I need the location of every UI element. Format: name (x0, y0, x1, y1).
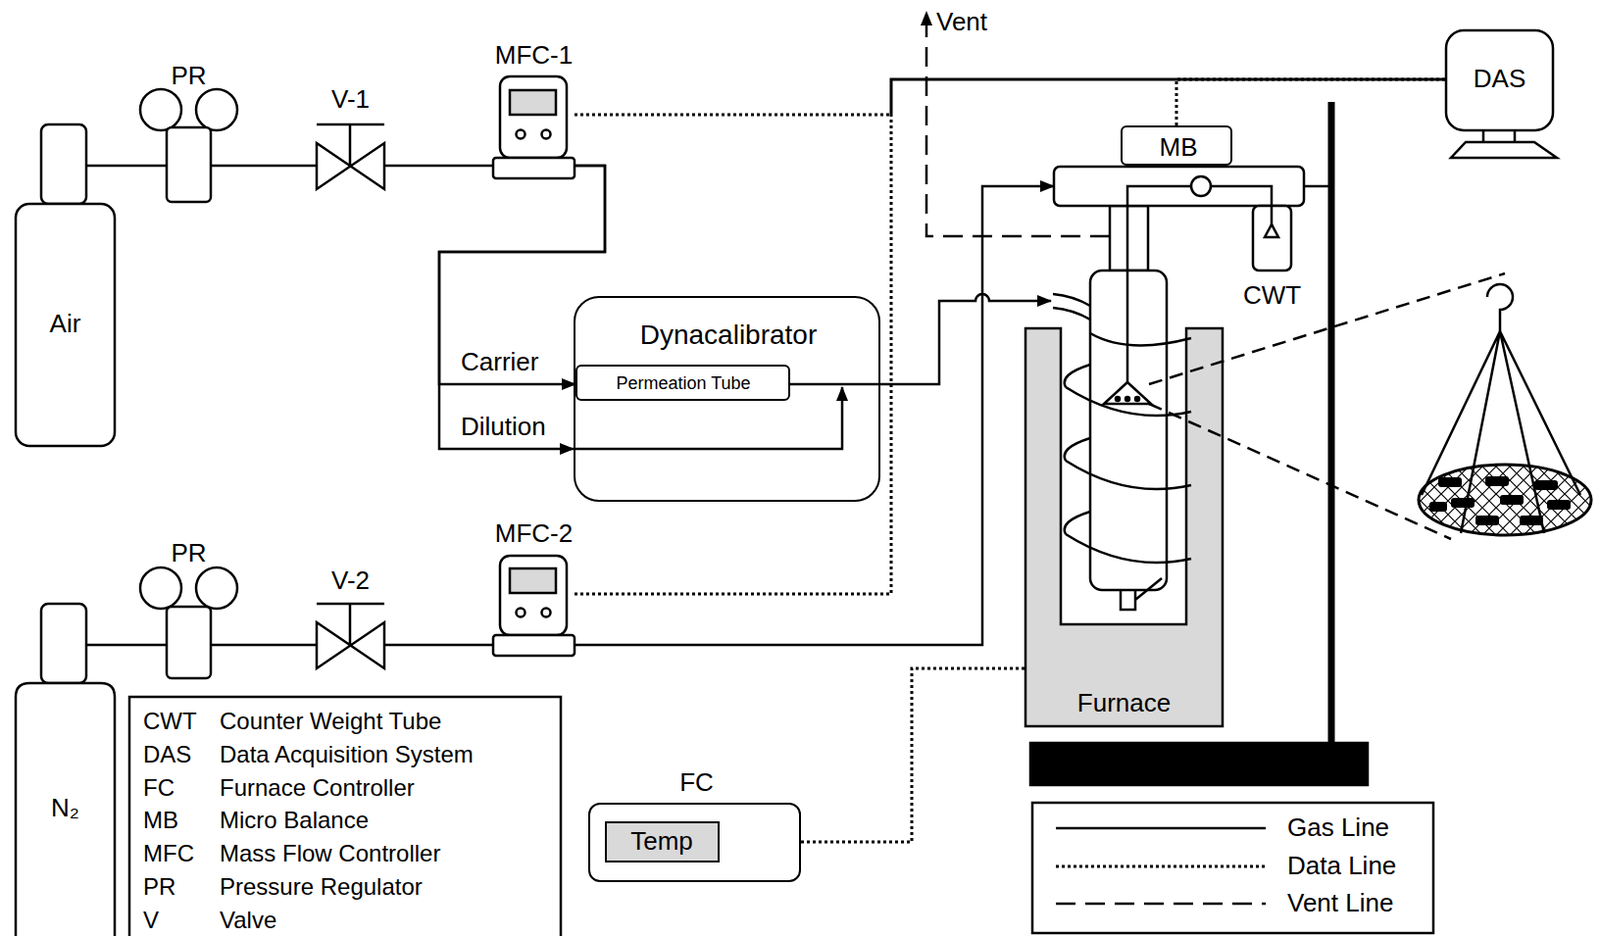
valve: V-1 (316, 124, 385, 190)
node-label: MB (1159, 133, 1199, 163)
node-label: MFC-2 (495, 519, 573, 550)
furnace: Furnace (1025, 328, 1223, 727)
node-label: PR (170, 61, 206, 92)
node-label: MFC-1 (495, 41, 573, 71)
node-label: Permeation Tube (615, 373, 750, 395)
micro-balance: MB (1120, 125, 1233, 166)
legend-table-cell: Pressure Regulator (219, 873, 423, 901)
node-label: Temp (630, 827, 694, 857)
permeation-tube: Permeation Tube (575, 364, 791, 401)
legend-table-cell: Furnace Controller (219, 774, 415, 802)
vent-label: Vent (936, 7, 988, 38)
legend-text: Vent Line (1287, 889, 1394, 919)
legend-table-cell: CWT (143, 707, 198, 736)
legend-table-cell: MB (143, 807, 179, 836)
gas-cylinder: Air (15, 124, 115, 447)
legend-table-cell: MFC (143, 840, 195, 868)
gas-line (439, 165, 605, 385)
legend-table-cell: V (143, 906, 159, 935)
edge-label: Carrier (458, 348, 541, 378)
data-line (574, 79, 1447, 595)
temp-display: Temp (604, 821, 720, 863)
gas-line (86, 644, 167, 648)
node-label: Dynacalibrator (640, 319, 818, 351)
node-label: PR (170, 539, 206, 569)
gas-line (439, 165, 605, 450)
counter-weight-tube: CWT (1252, 205, 1292, 271)
node-label: V-1 (331, 85, 370, 115)
node-label: N₂ (50, 794, 80, 824)
pressure-regulator: PR (166, 606, 211, 679)
legend-table-cell: FC (143, 774, 175, 802)
node-label: CWT (1243, 281, 1301, 311)
valve: V-2 (316, 603, 385, 670)
legend-table-cell: DAS (143, 741, 192, 769)
mass-flow-controller: MFC-2 (493, 555, 575, 656)
calibrator-box: DynacalibratorPermeation Tube (573, 296, 881, 502)
gas-line (86, 164, 167, 168)
gas-line (384, 644, 494, 648)
node-label: Air (50, 309, 82, 340)
data-line (1176, 79, 1447, 126)
node-label: V-2 (331, 566, 370, 597)
data-line (800, 668, 1026, 843)
mass-flow-controller: MFC-1 (493, 76, 575, 179)
data-line (574, 79, 1447, 115)
edge-label: Dilution (458, 412, 549, 443)
gas-line (210, 164, 317, 168)
legend-text: Gas Line (1287, 813, 1390, 844)
gas-line (384, 164, 494, 168)
legend-table-cell: Valve (219, 906, 277, 935)
legend-table-cell: Counter Weight Tube (219, 707, 442, 736)
legend-table-cell: PR (143, 873, 176, 901)
node-label: FC (679, 768, 714, 799)
gas-cylinder: N₂ (15, 603, 115, 936)
pressure-regulator: PR (166, 127, 211, 202)
legend-table-cell: Mass Flow Controller (219, 840, 441, 868)
data-acquisition-monitor: DAS (1446, 30, 1557, 158)
node-label: Furnace (1077, 689, 1171, 719)
legend-table-cell: Data Acquisition System (219, 741, 474, 769)
legend-table-cell: Micro Balance (219, 807, 369, 836)
legend-text: Data Line (1287, 851, 1397, 882)
node-label: DAS (1473, 64, 1526, 95)
furnace-controller: FCTemp (588, 802, 801, 883)
gas-line (210, 644, 317, 648)
